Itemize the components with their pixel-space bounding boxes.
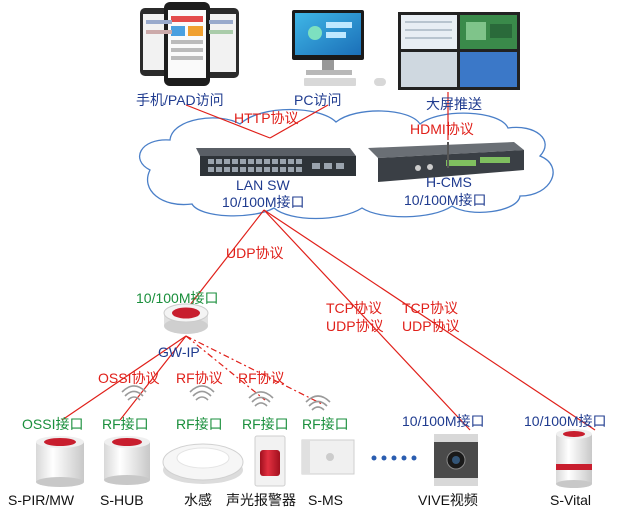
lan-switch-interface: 10/100M接口 bbox=[222, 194, 305, 210]
alarm-name: 声光报警器 bbox=[226, 492, 296, 508]
network-links bbox=[61, 92, 596, 431]
tcp-label-2: TCP协议 bbox=[402, 300, 458, 316]
mobile-devices-image bbox=[140, 2, 239, 86]
gateway-interface: 10/100M接口 bbox=[136, 290, 219, 306]
ossi-interface-label: OSSI接口 bbox=[22, 416, 84, 432]
more-devices-dots bbox=[371, 455, 417, 461]
water-sensor-image bbox=[162, 443, 244, 484]
ossi-protocol-label: OSSI协议 bbox=[98, 370, 160, 386]
bigscreen-push-label: 大屏推送 bbox=[426, 96, 482, 112]
svital-name: S-Vital bbox=[550, 492, 591, 508]
water-sensor-name: 水感 bbox=[184, 492, 212, 508]
vive-interface-label: 10/100M接口 bbox=[402, 413, 485, 429]
sms-name: S-MS bbox=[308, 492, 343, 508]
sms-image bbox=[301, 439, 355, 475]
big-screen-image bbox=[398, 12, 520, 90]
lan-switch-image bbox=[196, 148, 356, 176]
shub-name: S-HUB bbox=[100, 492, 144, 508]
spir-mw-image bbox=[36, 436, 84, 487]
udp-label-2: UDP协议 bbox=[402, 318, 460, 334]
rf-interface-label-2: RF接口 bbox=[176, 416, 223, 432]
hdmi-protocol-label: HDMI协议 bbox=[410, 121, 474, 137]
vive-video-image bbox=[434, 434, 478, 486]
gateway-name: GW-IP bbox=[158, 344, 200, 360]
hcms-name: H-CMS bbox=[426, 174, 472, 190]
mobile-access-label: 手机/PAD访问 bbox=[136, 92, 224, 108]
pc-access-label: PC访问 bbox=[294, 92, 342, 108]
udp-gateway-label: UDP协议 bbox=[226, 245, 284, 261]
wireless-icons bbox=[121, 385, 331, 411]
gateway-image bbox=[163, 303, 209, 334]
spir-mw-name: S-PIR/MW bbox=[8, 492, 75, 508]
rf-protocol-label-1: RF协议 bbox=[176, 370, 223, 386]
rf-protocol-label-2: RF协议 bbox=[238, 370, 285, 386]
udp-label-1: UDP协议 bbox=[326, 318, 384, 334]
vive-name: VIVE视频 bbox=[418, 492, 478, 508]
tcp-label-1: TCP协议 bbox=[326, 300, 382, 316]
svital-image bbox=[556, 429, 592, 488]
lan-switch-name: LAN SW bbox=[236, 177, 290, 193]
pc-image bbox=[292, 10, 386, 86]
svital-interface-label: 10/100M接口 bbox=[524, 413, 607, 429]
alarm-image bbox=[254, 435, 286, 487]
rf-interface-label-4: RF接口 bbox=[302, 416, 349, 432]
hcms-interface: 10/100M接口 bbox=[404, 192, 487, 208]
http-protocol-label: HTTP协议 bbox=[234, 110, 299, 126]
shub-image bbox=[104, 436, 150, 485]
hcms-server-image bbox=[368, 142, 524, 182]
rf-interface-label-1: RF接口 bbox=[102, 416, 149, 432]
rf-interface-label-3: RF接口 bbox=[242, 416, 289, 432]
